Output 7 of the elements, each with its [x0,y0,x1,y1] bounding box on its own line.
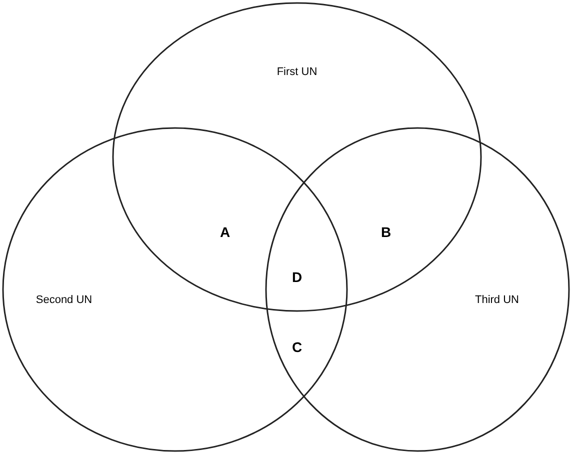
set-label: Second UN [36,294,92,306]
set-label: Third UN [475,294,519,306]
region-label: A [220,224,230,240]
region-label: D [292,269,302,285]
region-label: B [380,224,392,240]
set-label: First UN [276,66,318,78]
region-label: C [292,339,302,355]
